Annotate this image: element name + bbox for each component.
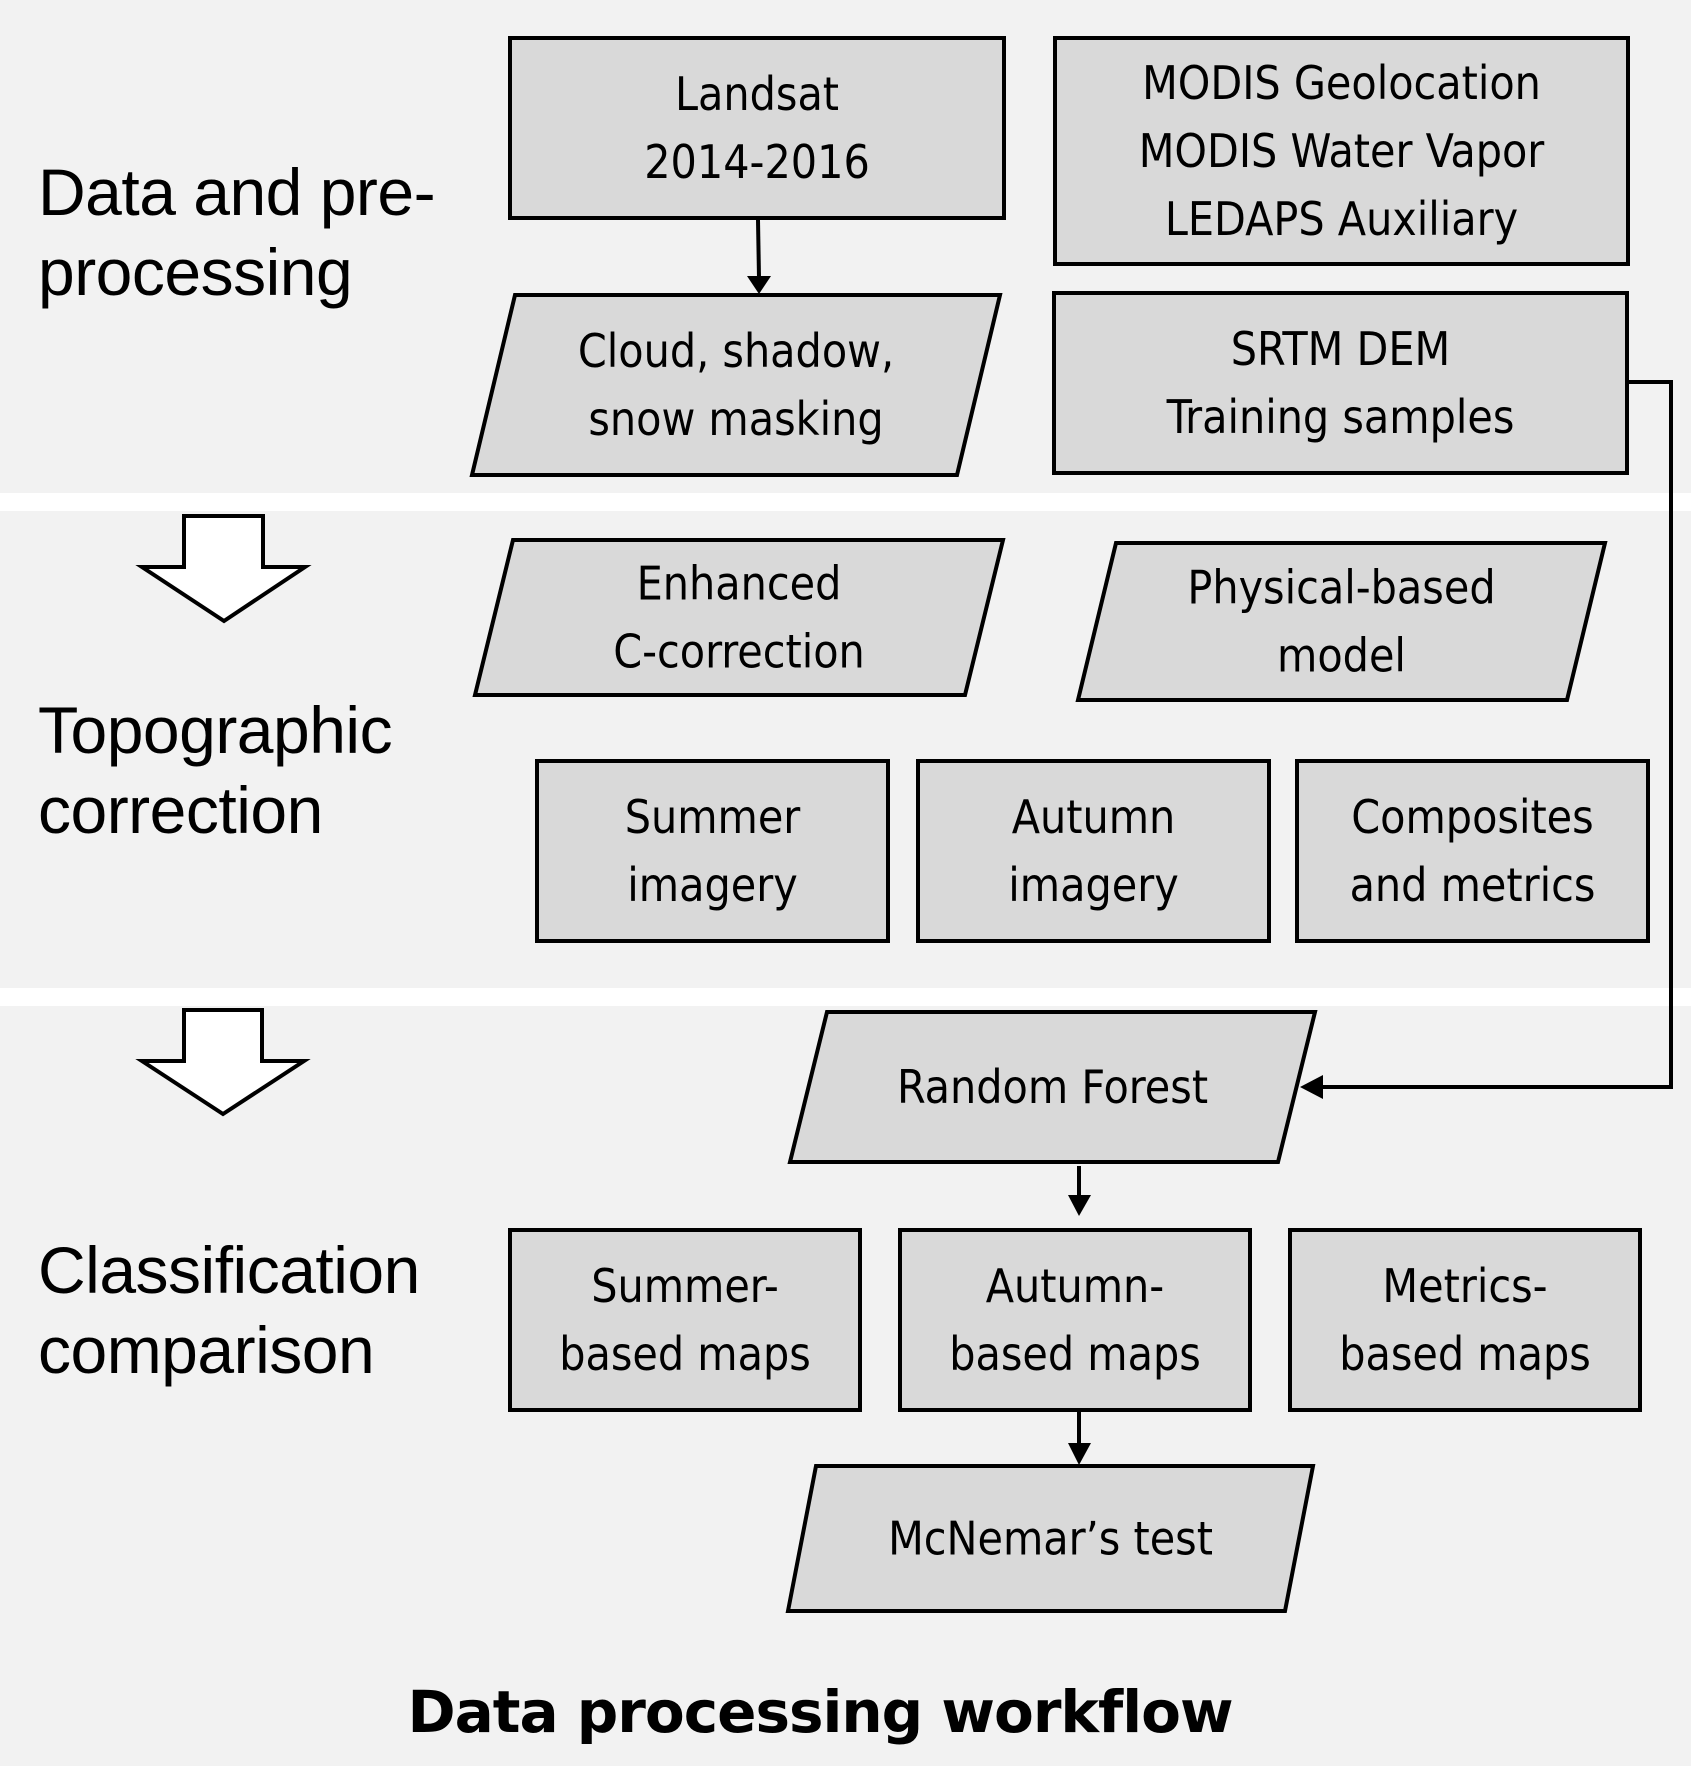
section-down-arrow-icon (135, 514, 312, 624)
node-label-line: based maps (949, 1327, 1201, 1381)
node-label-line: model (1277, 629, 1406, 683)
node-label-line: 2014-2016 (644, 135, 870, 189)
node-mcnemar: McNemar’s test (785, 1464, 1316, 1613)
diagram-caption: Data processing workflow (407, 1678, 1233, 1746)
node-landsat: Landsat 2014-2016 (508, 36, 1006, 220)
node-label-line: MODIS Water Vapor (1139, 124, 1546, 178)
node-label-line: Summer (625, 790, 802, 844)
node-physical-model: Physical-based model (1075, 541, 1608, 702)
node-label-line: Summer- (591, 1259, 779, 1313)
node-label-line: LEDAPS Auxiliary (1165, 192, 1518, 246)
node-label-line: based maps (1339, 1327, 1591, 1381)
node-label-line: Training samples (1166, 390, 1515, 444)
node-label-line: imagery (627, 858, 797, 912)
section-separator (0, 493, 1691, 511)
node-label-line: Landsat (675, 67, 839, 121)
parallelogram-shape (1075, 541, 1608, 702)
rectangle-shape (535, 759, 890, 943)
node-metrics-maps: Metrics-based maps (1288, 1228, 1642, 1412)
parallelogram-shape (469, 293, 1003, 477)
connector-srtm-to-random-forest (1300, 380, 1673, 1099)
node-label-line: Metrics- (1382, 1259, 1547, 1313)
rectangle-shape (508, 1228, 862, 1412)
connector-maps-to-mcnemar (1068, 1412, 1091, 1465)
rectangle-shape (916, 759, 1271, 943)
node-label-line: McNemar’s test (888, 1512, 1213, 1566)
node-summer-imagery: Summer imagery (535, 759, 890, 943)
node-autumn-maps: Autumn-based maps (898, 1228, 1252, 1412)
node-label-line: Autumn (1012, 790, 1176, 844)
node-label-line: snow masking (588, 392, 883, 446)
node-masking: Cloud, shadow, snow masking (469, 293, 1003, 477)
rectangle-shape (1053, 36, 1630, 266)
node-summer-maps: Summer-based maps (508, 1228, 862, 1412)
rectangle-shape (1052, 291, 1629, 475)
connector-landsat-to-masking (747, 219, 771, 294)
node-random-forest: Random Forest (787, 1010, 1318, 1164)
rectangle-shape (1295, 759, 1650, 943)
section-label-topographic-correction: Topographic correction (38, 693, 393, 847)
node-label-line: C-correction (613, 625, 865, 679)
section-label-preprocessing: Data and pre- processing (38, 155, 436, 309)
node-label-line: and metrics (1350, 858, 1596, 912)
section-down-arrow-icon (135, 1008, 311, 1117)
node-autumn-imagery: Autumn imagery (916, 759, 1271, 943)
node-label-line: SRTM DEM (1231, 322, 1451, 376)
node-label-line: Composites (1351, 790, 1593, 844)
node-label-line: MODIS Geolocation (1142, 56, 1541, 110)
parallelogram-shape (787, 1010, 1318, 1164)
node-label-line: imagery (1008, 858, 1178, 912)
section-label-classification-comparison: Classification comparison (38, 1233, 420, 1387)
section-separator (0, 988, 1691, 1006)
node-label-line: Physical-based (1187, 561, 1495, 615)
node-srtm: SRTM DEM Training samples (1052, 291, 1629, 475)
parallelogram-shape (472, 538, 1006, 697)
node-label-line: based maps (559, 1327, 811, 1381)
rectangle-shape (508, 36, 1006, 220)
node-label-line: Cloud, shadow, (578, 324, 894, 378)
rectangle-shape (898, 1228, 1252, 1412)
node-label-line: Random Forest (897, 1060, 1208, 1114)
node-composites: Composites and metrics (1295, 759, 1650, 943)
node-label-line: Enhanced (637, 557, 842, 611)
node-label-line: Autumn- (986, 1259, 1164, 1313)
connector-random-forest-to-maps (1068, 1166, 1091, 1216)
rectangle-shape (1288, 1228, 1642, 1412)
parallelogram-shape (785, 1464, 1316, 1613)
